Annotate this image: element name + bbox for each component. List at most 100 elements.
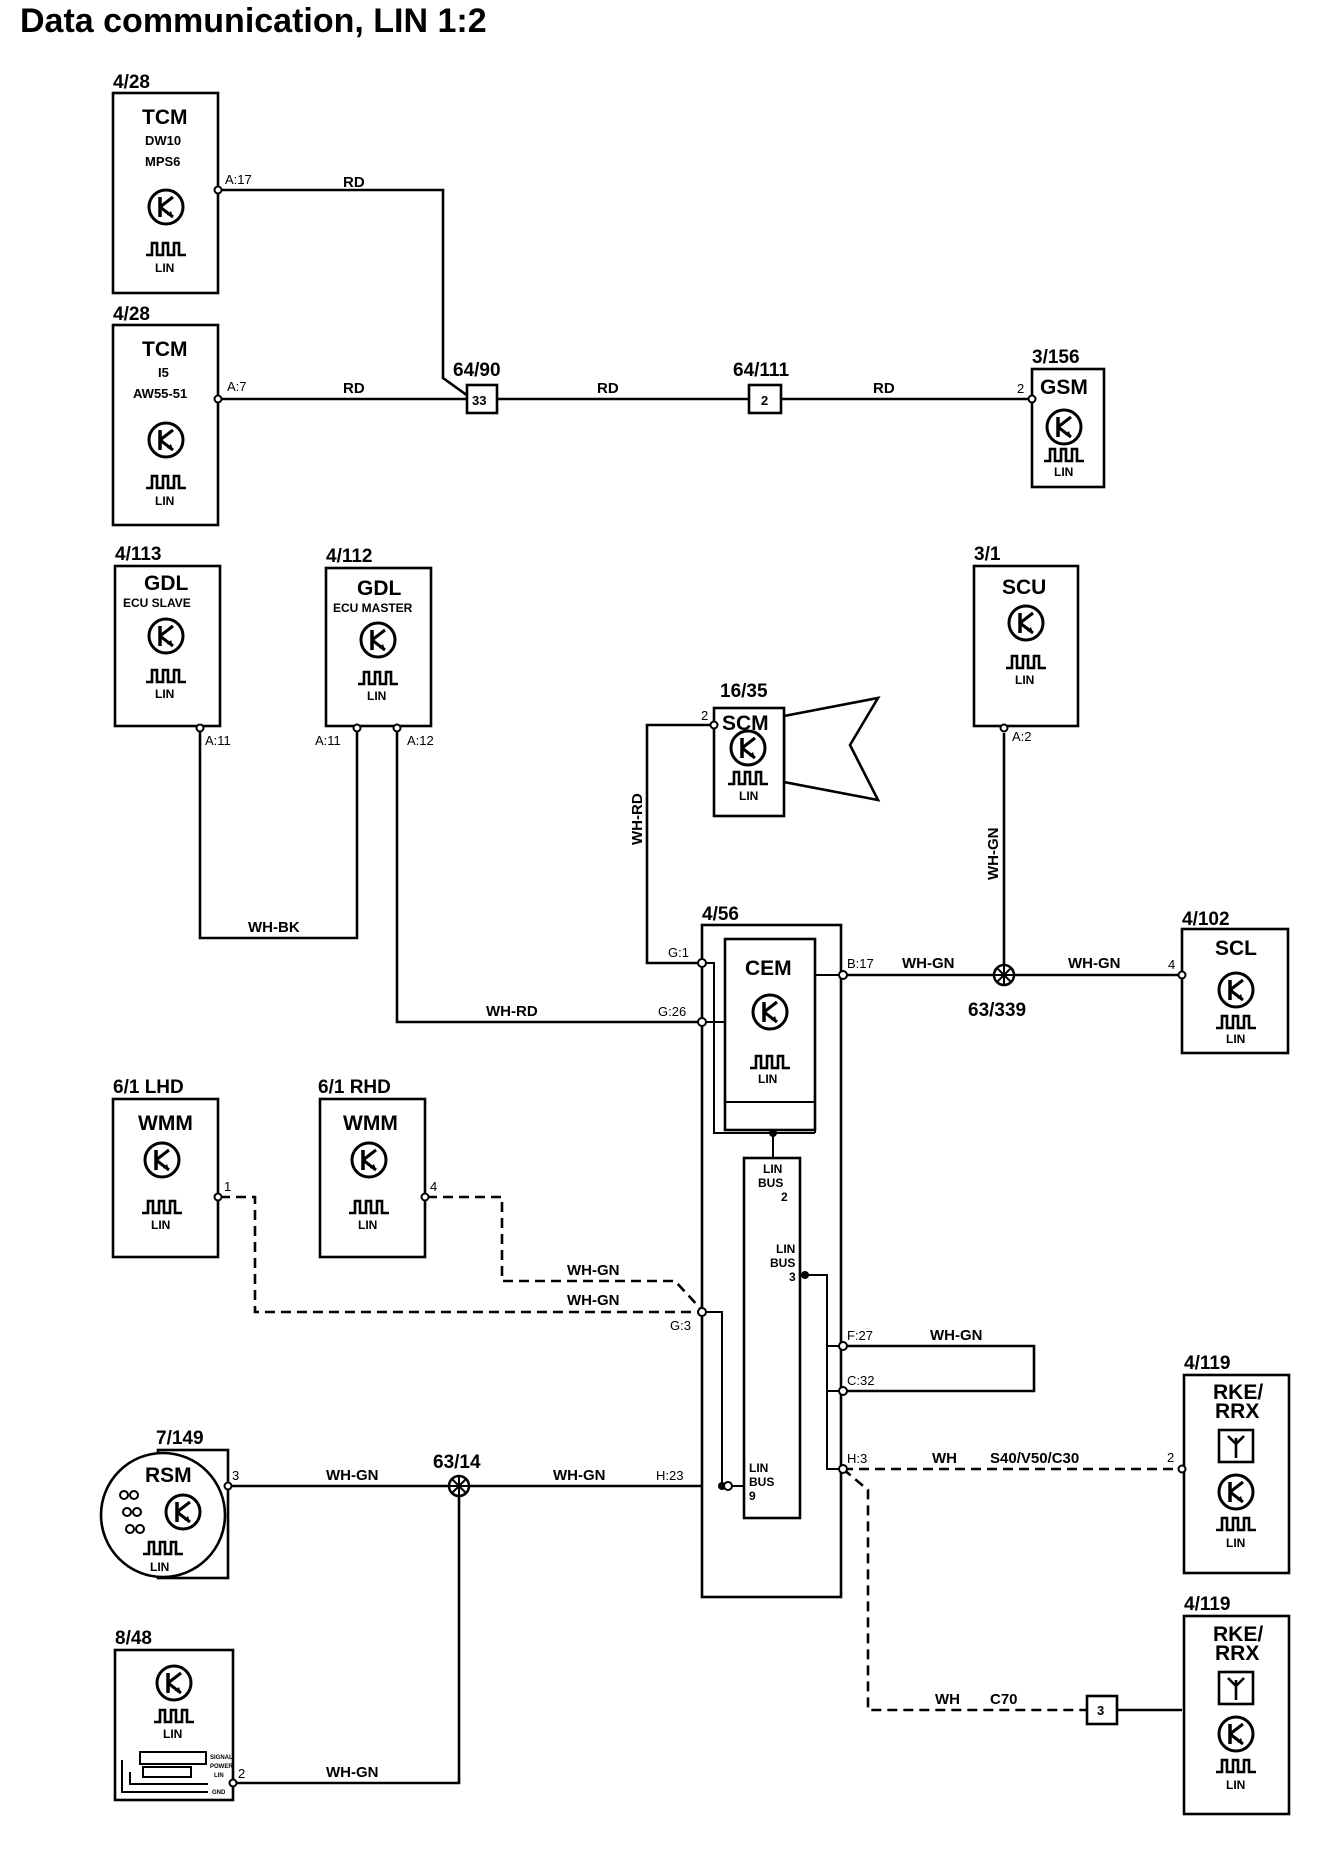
scm-ref: 16/35 [720, 681, 768, 702]
component-tcm-i5[interactable]: 4/28 TCM I5 AW55-51 LIN A:7 [111, 304, 247, 527]
c848-pin: 2 [238, 1766, 245, 1781]
wire-label-c70: C70 [990, 1691, 1018, 1708]
gsm-pin: 2 [1017, 381, 1024, 396]
c848-tiny-power: POWER [210, 1764, 233, 1770]
cem-pin-g3: G:3 [670, 1318, 691, 1333]
component-gsm[interactable]: 3/156 GSM LIN 2 [1017, 347, 1106, 489]
connector-64-111[interactable]: 64/111 2 [733, 360, 789, 415]
wire-wmm-lhd[interactable] [220, 1195, 702, 1314]
scm-name: SCM [722, 712, 769, 735]
lin-bus-9-word2: BUS [749, 1475, 774, 1489]
rsm-name: RSM [145, 1464, 192, 1487]
gsm-ref: 3/156 [1032, 347, 1080, 368]
speaker-cone-icon [782, 696, 881, 802]
component-scu[interactable]: 3/1 SCU LIN A:2 [972, 544, 1080, 744]
component-rsm[interactable]: 7/149 RSM LIN 3 [99, 1428, 239, 1580]
lin-bus-3-num: 3 [789, 1270, 796, 1284]
connector-rke2-num: 3 [1097, 1703, 1104, 1718]
gdl-slave-name: GDL [144, 572, 189, 595]
gdl-master-transistor-icon [359, 621, 397, 659]
tcm-i5-sub1: I5 [158, 365, 169, 380]
wire-label-wh-1: WH [932, 1450, 957, 1467]
connector-rke2-3[interactable]: 3 [1085, 1694, 1119, 1726]
lin-bus-3-word2: BUS [770, 1256, 795, 1270]
tcm-dw10-pin: A:17 [225, 172, 252, 187]
scl-lin: LIN [1226, 1032, 1245, 1046]
scu-name: SCU [1002, 576, 1046, 599]
tcm-dw10-transistor-icon [147, 188, 185, 226]
rke1-transistor-icon [1217, 1473, 1255, 1511]
gsm-lin: LIN [1054, 465, 1073, 479]
wire-labels: RD RD RD RD WH-BK WH-RD WH-RD WH-GN WH-G… [248, 174, 1121, 1781]
component-scl[interactable]: 4/102 SCL LIN 4 [1168, 909, 1290, 1055]
gdl-master-lin: LIN [367, 689, 386, 703]
c848-lin: LIN [163, 1727, 182, 1741]
lin-bus-2-word1: LIN [763, 1162, 782, 1176]
lin-bus-box [742, 1156, 802, 1520]
tcm-i5-ref: 4/28 [113, 304, 150, 325]
c848-tiny-lin: LIN [214, 1773, 224, 1779]
scl-ref: 4/102 [1182, 909, 1230, 930]
scl-pin: 4 [1168, 957, 1175, 972]
connector-64-90[interactable]: 64/90 33 [453, 360, 501, 415]
splice-63-14-label: 63/14 [433, 1452, 481, 1473]
component-gdl-master[interactable]: 4/112 GDL ECU MASTER LIN A:11 A:12 [315, 546, 434, 748]
wire-gdl-wh-bk [198, 730, 359, 940]
component-tcm-dw10[interactable]: 4/28 TCM DW10 MPS6 LIN A:17 [111, 72, 252, 295]
component-rke-rrx-1[interactable]: 4/119 RKE/ RRX LIN 2 [1167, 1353, 1291, 1575]
tcm-i5-pin: A:7 [227, 379, 247, 394]
gdl-master-name: GDL [357, 577, 402, 600]
tcm-i5-sub2: AW55-51 [133, 386, 187, 401]
wire-cem-f27-c32 [843, 1344, 1036, 1393]
wire-label-wh-rd-2: WH-RD [629, 793, 646, 845]
rke2-antenna-icon [1217, 1670, 1255, 1706]
splice-63-14[interactable]: 63/14 [433, 1452, 481, 1498]
gdl-slave-pin: A:11 [205, 733, 231, 748]
component-wmm-lhd[interactable]: 6/1 LHD WMM LIN 1 [111, 1077, 231, 1259]
tcm-i5-name: TCM [142, 338, 188, 361]
cem-pin-f27: F:27 [847, 1328, 873, 1343]
lin-bus-3-word1: LIN [776, 1242, 795, 1256]
wmm-rhd-pin: 4 [430, 1179, 437, 1194]
cem-transistor-icon [751, 993, 789, 1031]
scu-pin: A:2 [1012, 729, 1032, 744]
wire-label-wh-rd-1: WH-RD [486, 1003, 538, 1020]
cem-pin-c32: C:32 [847, 1373, 874, 1388]
wire-label-rd-3: RD [597, 380, 619, 397]
tcm-dw10-sub1: DW10 [145, 133, 181, 148]
cem-pin-b17: B:17 [847, 956, 874, 971]
cem-name: CEM [745, 957, 792, 980]
wire-label-wh-gn-848: WH-GN [326, 1764, 379, 1781]
component-rke-rrx-2[interactable]: 4/119 RKE/ RRX LIN [1182, 1594, 1291, 1816]
component-gdl-slave[interactable]: 4/113 GDL ECU SLAVE LIN A:11 [113, 544, 231, 748]
wire-label-wh-gn-b17: WH-GN [902, 955, 955, 972]
wire-cem-rke2[interactable] [842, 1468, 1087, 1712]
wire-label-wh-gn-wmm-rhd: WH-GN [567, 1262, 620, 1279]
wmm-lhd-name: WMM [138, 1112, 193, 1135]
gsm-transistor-icon [1045, 408, 1083, 446]
rsm-lin: LIN [150, 1560, 169, 1574]
scu-ref: 3/1 [974, 544, 1001, 565]
wire-label-rd-4: RD [873, 380, 895, 397]
rsm-sensor-circle [99, 1451, 227, 1579]
splice-63-14-icon [447, 1474, 471, 1498]
rain-drops-icon [119, 1490, 145, 1534]
tcm-i5-lin: LIN [155, 494, 174, 508]
wire-label-wh-gn-h23: WH-GN [553, 1467, 606, 1484]
splice-63-339-icon [992, 963, 1016, 987]
gdl-master-sub: ECU MASTER [333, 601, 413, 615]
component-wmm-rhd[interactable]: 6/1 RHD WMM LIN 4 [318, 1077, 437, 1259]
gdl-slave-sub: ECU SLAVE [123, 596, 191, 610]
wire-label-wh-gn-rsm: WH-GN [326, 1467, 379, 1484]
component-8-48[interactable]: 8/48 LIN SIGNAL POWER LIN GND 2 [113, 1628, 245, 1802]
cem-module[interactable]: 4/56 CEM LIN LIN BUS 2 LIN BUS 3 LIN BUS… [656, 904, 874, 1599]
wmm-rhd-ref: 6/1 RHD [318, 1077, 391, 1098]
wmm-rhd-lin: LIN [358, 1218, 377, 1232]
rke1-name2: RRX [1215, 1400, 1259, 1423]
tcm-dw10-ref: 4/28 [113, 72, 150, 93]
rke1-name1: RKE/ [1213, 1381, 1263, 1404]
splice-63-339[interactable]: 63/339 [968, 963, 1026, 1021]
wire-wmm-rhd[interactable] [427, 1195, 701, 1309]
component-scm[interactable]: 16/35 SCM LIN 2 [701, 681, 881, 818]
